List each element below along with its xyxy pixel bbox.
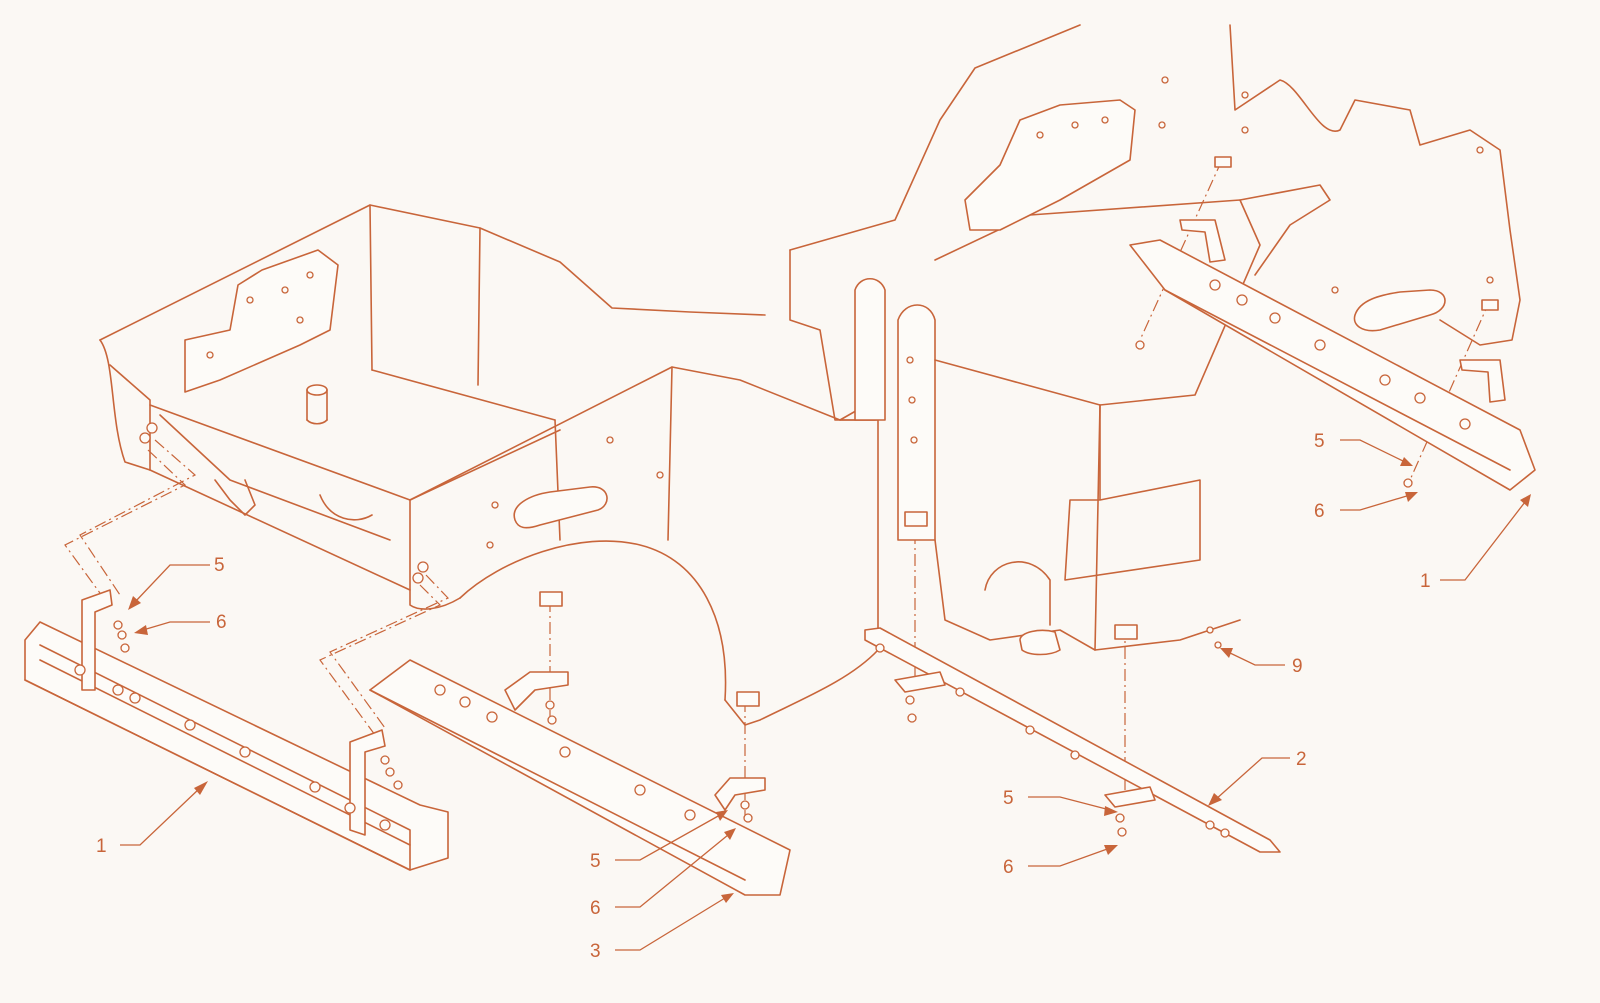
callout-1-left: 1 [96,836,107,857]
callout-1-top: 1 [1420,571,1431,592]
right-body-assembly [789,24,1521,656]
callout-6-mid: 6 [590,898,601,919]
callout-5-left: 5 [214,555,225,576]
callout-6-left: 6 [216,612,227,633]
left-body-assembly [99,204,879,726]
callout-5-right: 5 [1003,788,1014,809]
left-rail-part-1 [24,589,449,871]
callout-9-right: 9 [1292,656,1303,677]
callout-5-top: 5 [1314,431,1325,452]
middle-rail-part-3 [369,591,791,896]
alignment-lines [64,159,1491,820]
callout-6-top: 6 [1314,501,1325,522]
callout-2-right: 2 [1296,749,1307,770]
callout-3-mid: 3 [590,941,601,962]
callout-6-right: 6 [1003,857,1014,878]
callout-5-mid: 5 [590,851,601,872]
callouts: 1 5 6 5 6 3 5 6 2 9 [96,431,1531,962]
top-right-rail-part-1 [1129,156,1536,491]
bottom-right-rail-part-2 [864,511,1281,853]
